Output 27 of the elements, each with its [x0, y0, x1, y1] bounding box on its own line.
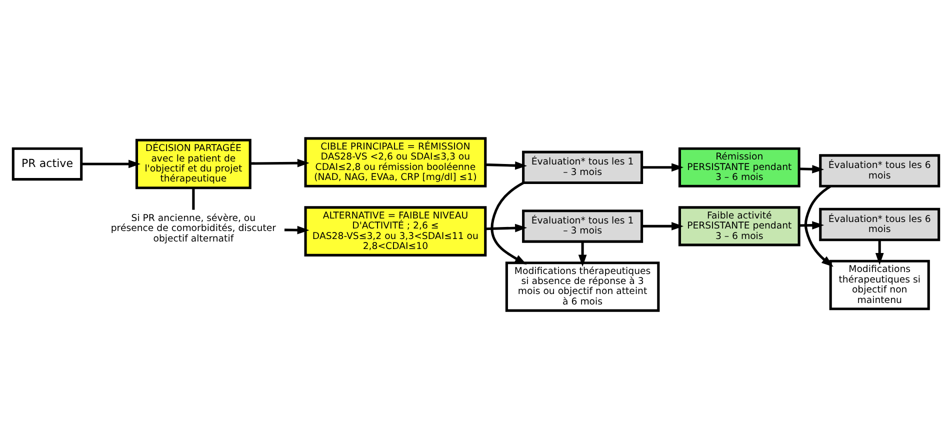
- arrow: [578, 241, 587, 266]
- node-text: Si PR ancienne, sévère, ou présence de comorbidités, discuter objectif alternatif: [110, 212, 276, 244]
- node-box: Évaluation* tous les 6 mois: [819, 207, 940, 241]
- arrow: [485, 160, 528, 170]
- arrow: [82, 159, 140, 168]
- node-box: Rémission PERSISTANTE pendant 3 – 6 mois: [678, 146, 800, 187]
- arrow: [490, 181, 527, 264]
- node-box: Évaluation* tous les 6 mois: [819, 154, 940, 187]
- arrow: [250, 158, 310, 167]
- arrow: [284, 225, 310, 234]
- node-box: Faible activité PERSISTANTE pendant 3 – 6 mois: [678, 206, 800, 246]
- node-box: PR active: [12, 146, 83, 180]
- connector: [192, 187, 195, 210]
- node-box: Évaluation* tous les 1 – 3 mois: [522, 150, 644, 184]
- node-box: DÉCISION PARTAGÉE avec le patient de l'objectif et du projet thérapeutique: [135, 138, 252, 189]
- node-box: Évaluation* tous les 1 – 3 mois: [522, 209, 644, 242]
- arrow: [642, 222, 684, 230]
- node-box: ALTERNATIVE = FAIBLE NIVEAU D'ACTIVITÉ ; 2,6 ≤ DAS28-VS≤3,2 ou 3,3<SDAI≤11 ou 2,8<CDAI≤10: [304, 206, 487, 256]
- arrow: [875, 239, 884, 265]
- arrow: [799, 164, 824, 173]
- arrow: [642, 162, 684, 172]
- arrow: [804, 184, 834, 266]
- node-box: Modifications thérapeutiques si objectif non maintenu: [829, 259, 930, 310]
- node-box: CIBLE PRINCIPALE = RÉMISSION DAS28-VS <2,6 ou SDAI≤3,3 ou CDAI≤2,8 ou rémission booléenne (NAD, NAG, EVAa, CRP [mg/dl] ≤1): [304, 136, 487, 187]
- arrow: [799, 220, 824, 229]
- arrow: [485, 223, 528, 232]
- node-box: Modifications thérapeutiques si absence de réponse à 3 mois ou objectif non atteint à 6 mois: [505, 261, 660, 312]
